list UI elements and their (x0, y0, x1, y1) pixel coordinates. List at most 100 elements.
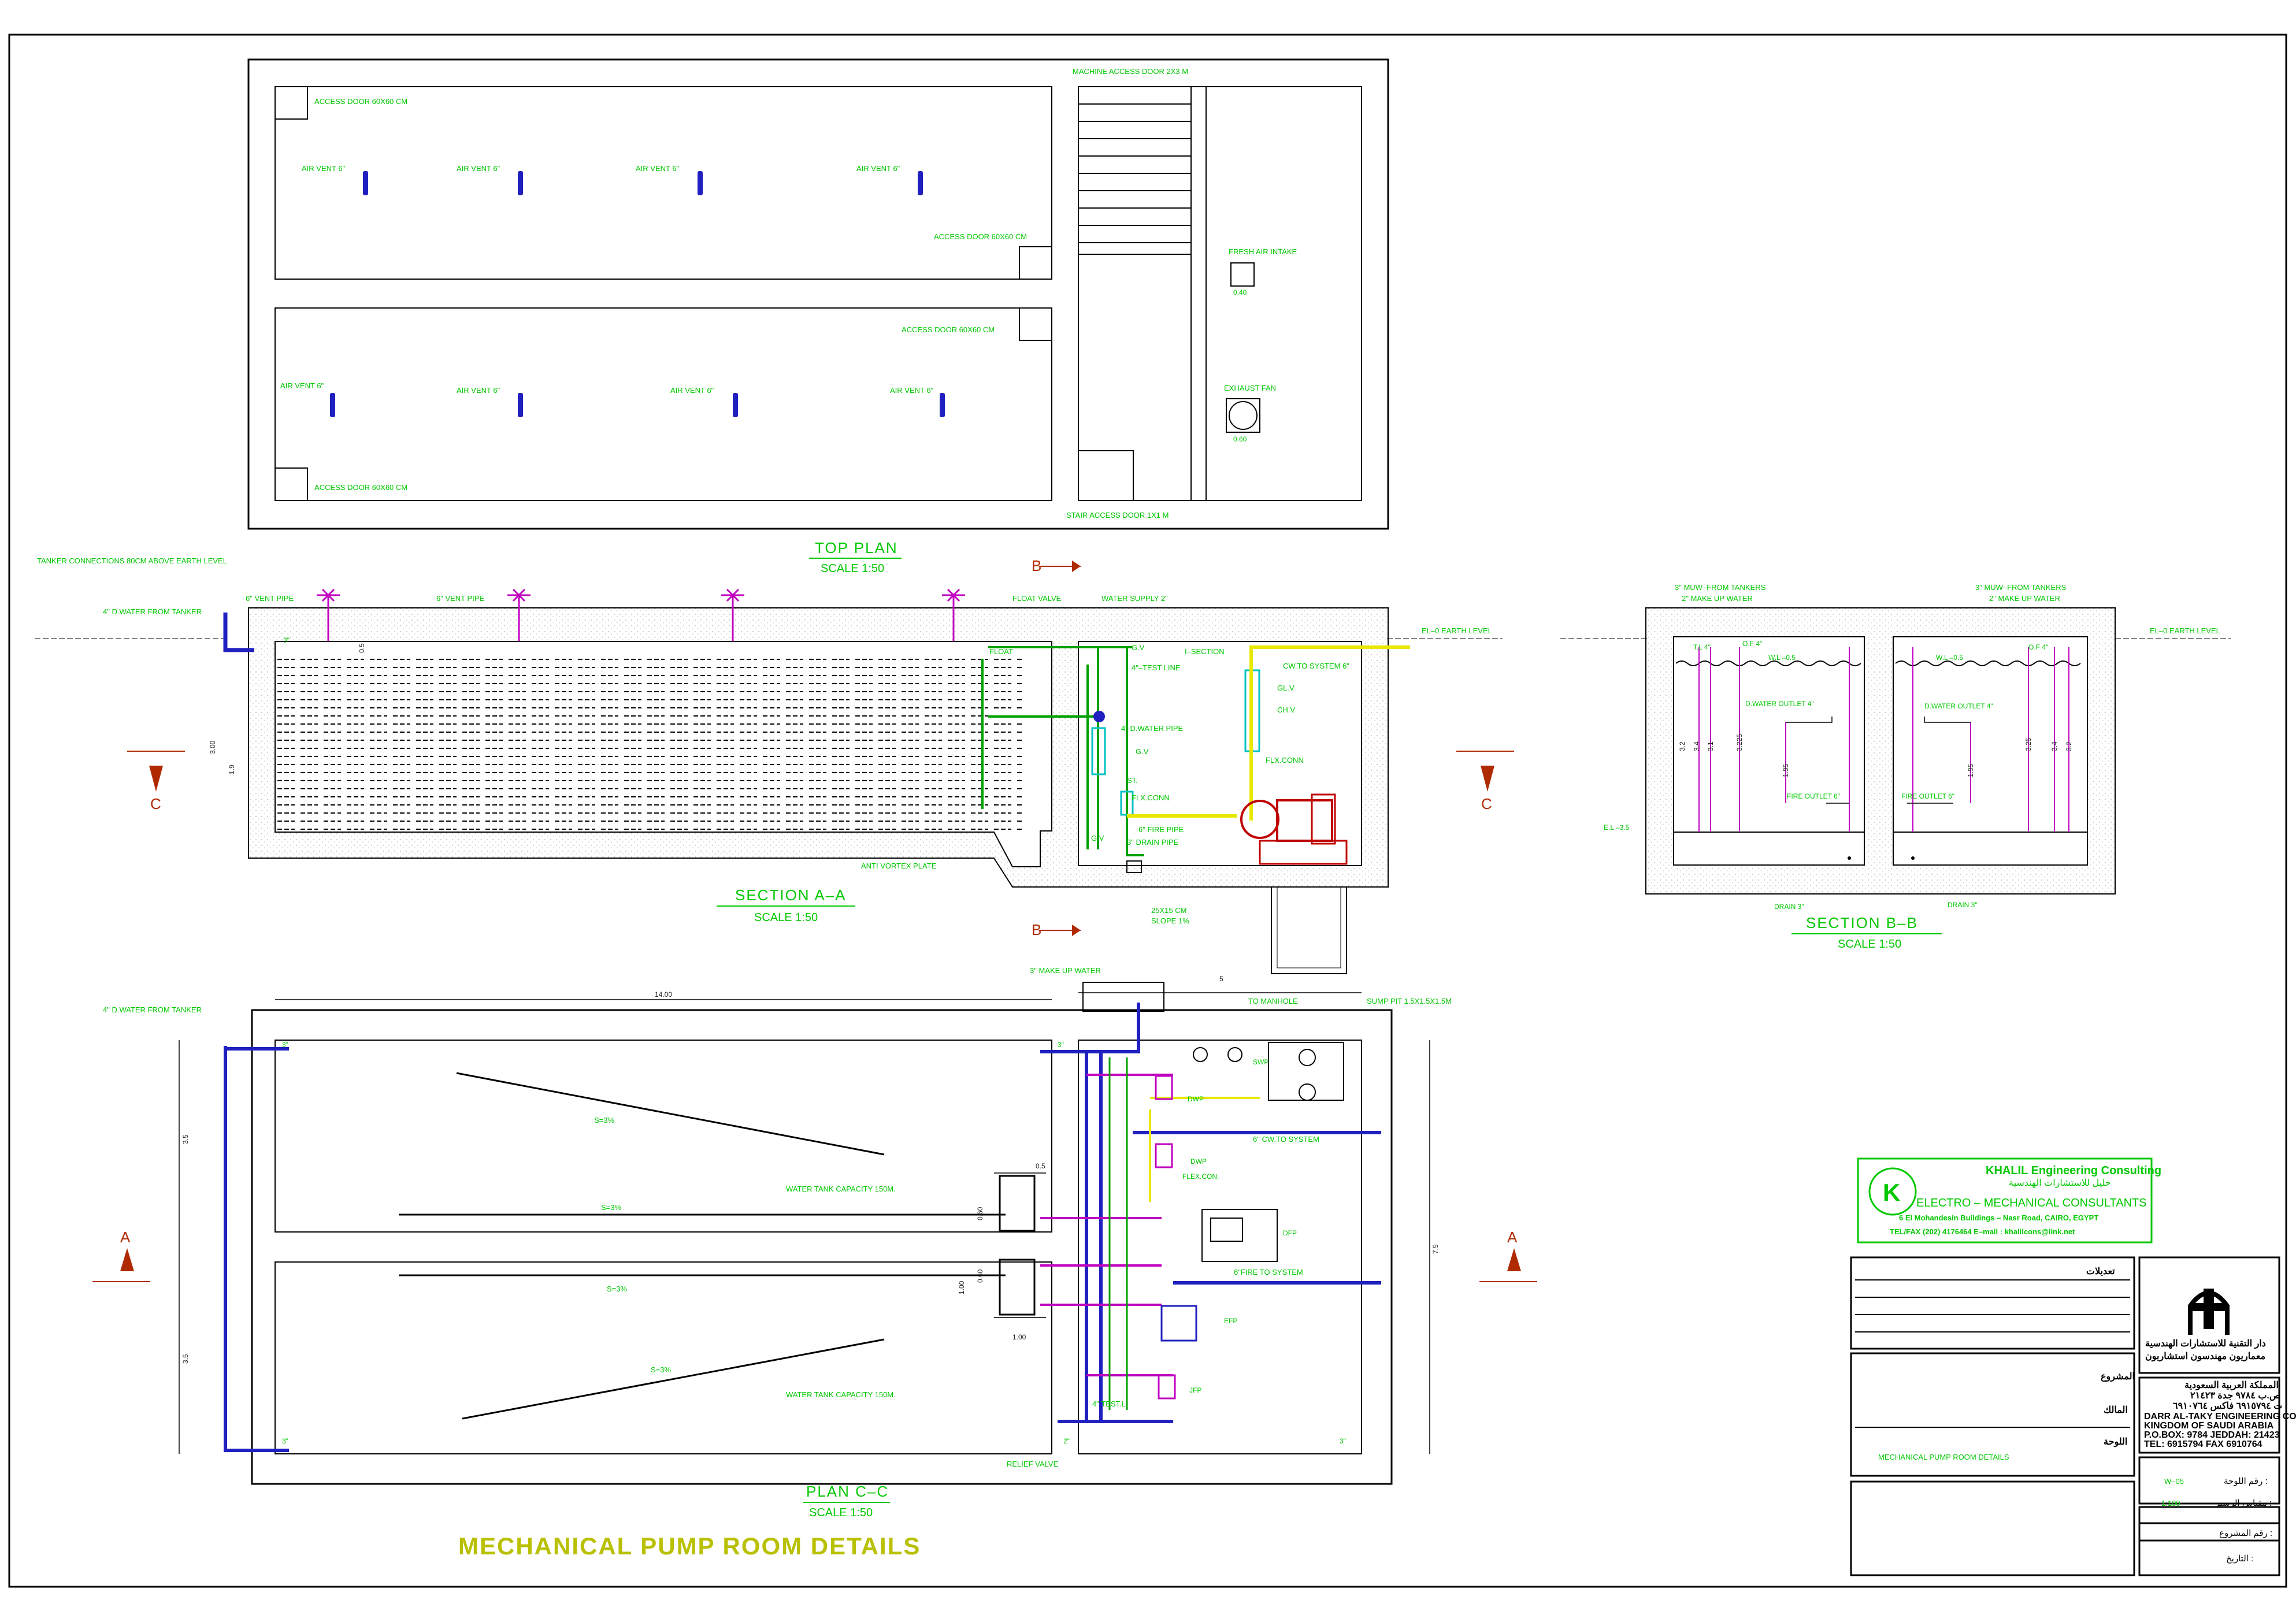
svg-text:KINGDOM OF SAUDI ARABIA: KINGDOM OF SAUDI ARABIA (2144, 1421, 2274, 1431)
fire-to-system-label: 6"FIRE TO SYSTEM (1234, 1268, 1303, 1276)
fire-outlet-label: FIRE OUTLET 6" (1787, 792, 1840, 800)
dim-label: 3.4 (2050, 741, 2058, 751)
float-valve-label: FLOAT VALVE (1012, 594, 1062, 603)
d-water-outlet-label: D.WATER OUTLET 4" (1745, 700, 1814, 708)
fire-pipe-label: 6" FIRE PIPE (1138, 825, 1184, 834)
date-label: التاريخ : (2226, 1554, 2253, 1564)
sheet-border (8, 34, 2287, 1588)
scale-value: 1:100 (2161, 1499, 2180, 1508)
slope-label: S=3% (607, 1285, 627, 1293)
svg-text:A: A (120, 1228, 131, 1246)
section-aa: B B C C TANKER CONNECTIONS 80CM ABOVE EA… (35, 556, 1514, 974)
air-vent-label: AIR VENT 6" (856, 164, 900, 173)
dim-label: 3" (283, 636, 290, 644)
dim-label: 14.00 (655, 990, 672, 999)
air-vent-label: AIR VENT 6" (636, 164, 680, 173)
flx-conn-label: FLX.CONN (1132, 793, 1170, 802)
section-marker: A A (92, 1228, 1537, 1282)
air-vent-icon (518, 393, 523, 417)
consultant-logo-icon (1868, 1167, 1917, 1216)
slope-label: S=3% (651, 1365, 671, 1374)
view-title: SECTION B–B (1806, 914, 1918, 931)
view-scale: SCALE 1:50 (809, 1506, 873, 1519)
anti-vortex-label: ANTI VORTEX PLATE (861, 862, 937, 870)
air-vent-icon (330, 393, 335, 417)
air-vent-label: AIR VENT 6" (457, 164, 500, 173)
fire-pump-icon (1240, 793, 1348, 865)
dwp-pump-icon (1155, 1143, 1173, 1168)
dim-label: 1.9 (228, 764, 236, 774)
air-vent-label: AIR VENT 6" (890, 386, 934, 395)
swp-pump-icon (1268, 1042, 1344, 1101)
svg-text:معماريون مهندسون استشاريون: معماريون مهندسون استشاريون (2145, 1352, 2265, 1362)
i-section-label: I–SECTION (1185, 647, 1225, 656)
project-label: المشروع (2101, 1372, 2135, 1382)
jfp-pump-icon (1158, 1374, 1176, 1400)
svg-text:B: B (1032, 557, 1041, 574)
st-label: ST. (1127, 776, 1138, 785)
dim-label: 0.60 (976, 1269, 984, 1283)
pipe-label: 3" (282, 1041, 288, 1049)
access-door-label: ACCESS DOOR 60X60 CM (902, 325, 995, 334)
pump-label: DWP (1188, 1095, 1204, 1103)
svg-text:B: B (1032, 921, 1041, 938)
dfp-pump-icon (1201, 1209, 1278, 1262)
dim-label: 1.95 (1967, 763, 1975, 777)
water-supply-label: WATER SUPPLY 2" (1101, 594, 1168, 603)
to-manhole-label: TO MANHOLE (1248, 997, 1298, 1005)
dim-label: 3.2 (2065, 741, 2073, 751)
access-door-label: ACCESS DOOR 60X60 CM (314, 483, 407, 492)
pipe-label: 3" (1058, 1041, 1064, 1049)
exhaust-fan-icon (1226, 398, 1260, 433)
earth-level-label: EL–0 EARTH LEVEL (1422, 626, 1492, 635)
slope-size-label: 25X15 CM (1151, 906, 1186, 915)
slope-label: SLOPE 1% (1151, 916, 1189, 925)
stair (1078, 86, 1207, 501)
air-vent-label: AIR VENT 6" (280, 381, 324, 390)
consultant-stamp: K KHALIL Engineering Consulting خليل للا… (1857, 1157, 2161, 1244)
fresh-air-intake-icon (1230, 262, 1255, 287)
access-door (1019, 307, 1052, 341)
make-up-water-label: 2" MAKE UP WATER (1682, 594, 1753, 603)
svg-text:C: C (150, 795, 161, 812)
access-door (275, 467, 308, 501)
access-door (275, 86, 308, 120)
tank-capacity-label: WATER TANK CAPACITY 150M. (786, 1185, 896, 1193)
view-title: TOP PLAN (815, 539, 898, 556)
svg-text:المملكة العربية السعودية: المملكة العربية السعودية (2184, 1380, 2279, 1391)
svg-text:دار التقنية للاستشارات الهندسي: دار التقنية للاستشارات الهندسية (2145, 1339, 2266, 1349)
stair-access-door-label: STAIR ACCESS DOOR 1X1 M (1066, 511, 1169, 519)
muw-label: 3" MUW–FROM TANKERS (1675, 583, 1766, 592)
dim-label: 3.25 (2024, 737, 2032, 751)
project-no-label: رقم المشروع : (2219, 1528, 2272, 1538)
svg-text:DARR AL-TAKY ENGINEERING CONSU: DARR AL-TAKY ENGINEERING CONSULTANT (2144, 1412, 2296, 1421)
drain-label: DRAIN 3" (1774, 903, 1804, 911)
tank-capacity-label: WATER TANK CAPACITY 150M. (786, 1390, 896, 1399)
efp-pump-icon (1160, 1305, 1197, 1342)
drawing-title: MECHANICAL PUMP ROOM DETAILS (458, 1532, 921, 1560)
relief-valve-label: RELIEF VALVE (1007, 1460, 1058, 1468)
test-line-label: 4" TEST.L (1092, 1400, 1126, 1408)
access-door-label: ACCESS DOOR 60X60 CM (934, 232, 1027, 241)
air-vent-icon (363, 171, 368, 195)
svg-text:A: A (1507, 1228, 1518, 1246)
air-vent-label: AIR VENT 6" (670, 386, 714, 395)
section-marker: B B C C (127, 557, 1514, 938)
cw-to-system-label: 6" CW.TO SYSTEM (1253, 1135, 1319, 1144)
consultant-address: 6 El Mohandesin Buildings – Nasr Road, C… (1899, 1213, 2098, 1222)
of-label: O.F 4" (2028, 643, 2048, 651)
gl-v-label: GL.V (1277, 684, 1294, 692)
dim-label: 3.5 (181, 1134, 190, 1144)
dim-label: 3.4 (1693, 741, 1701, 751)
dim-label: 3.225 (1735, 734, 1744, 751)
top-plan: ACCESS DOOR 60X60 CM ACCESS DOOR 60X60 C… (247, 58, 1389, 575)
dim-label: 3.00 (209, 740, 217, 754)
d-water-outlet-label: D.WATER OUTLET 4" (1924, 702, 1993, 710)
fire-outlet-label: FIRE OUTLET 6" (1901, 792, 1954, 800)
sump-pit-label: SUMP PIT 1.5X1.5X1.5M (1367, 997, 1452, 1005)
consultant-subtitle: ELECTRO – MECHANICAL CONSULTANTS (1916, 1197, 2147, 1209)
air-vent-icon (518, 171, 523, 195)
ch-v-label: CH.V (1277, 706, 1295, 714)
title-block (1850, 1256, 2280, 1576)
drawing-no-label: رقم اللوحة : (2224, 1476, 2268, 1486)
